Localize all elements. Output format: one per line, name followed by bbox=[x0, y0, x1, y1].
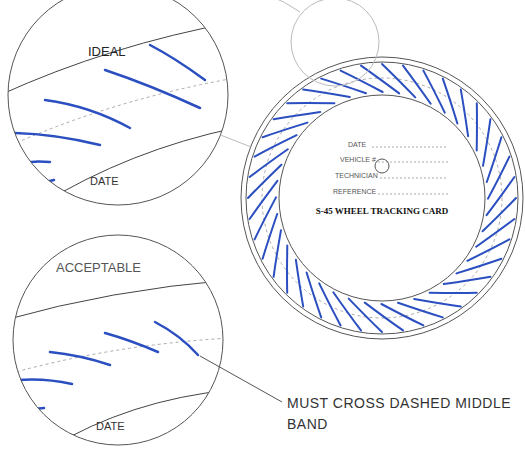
tire-track bbox=[488, 157, 509, 199]
tire-track bbox=[476, 103, 478, 150]
tire-track bbox=[248, 165, 281, 198]
tire-track bbox=[476, 219, 514, 247]
view-label: ACCEPTABLE bbox=[56, 261, 141, 275]
field-lines bbox=[372, 147, 448, 194]
tire-track bbox=[365, 303, 403, 331]
tire-track bbox=[461, 90, 468, 137]
tire-track bbox=[333, 292, 361, 330]
tire-track bbox=[341, 71, 383, 92]
tire-track bbox=[381, 304, 423, 325]
tire-track bbox=[255, 135, 297, 156]
view-label: DATE bbox=[96, 420, 125, 432]
field-label: REFERENCE bbox=[333, 188, 376, 196]
tire-track bbox=[487, 177, 515, 215]
tire-track bbox=[483, 119, 490, 166]
card-title: S-45 WHEEL TRACKING CARD bbox=[316, 207, 448, 217]
tire-track bbox=[274, 230, 281, 277]
tire-track bbox=[457, 259, 502, 274]
tire-track bbox=[250, 181, 278, 219]
field-label: TECHNICIAN bbox=[335, 172, 378, 180]
tire-track bbox=[361, 66, 399, 94]
acceptable-detail bbox=[5, 280, 230, 448]
tire-track bbox=[443, 79, 458, 124]
tire-track bbox=[319, 283, 340, 325]
tire-track bbox=[250, 149, 288, 177]
tire-track bbox=[286, 246, 288, 293]
tire-track bbox=[423, 71, 444, 113]
magnified-view: IDEAL DATE bbox=[8, 0, 228, 205]
tire-track bbox=[349, 299, 382, 332]
tire-track bbox=[263, 123, 308, 138]
tire-track bbox=[255, 197, 276, 239]
tire-track bbox=[467, 239, 509, 260]
magnifier-line bbox=[150, 0, 300, 12]
tire-track bbox=[274, 112, 321, 119]
magnifier-ring bbox=[291, 0, 379, 86]
magnified-view: ACCEPTABLE DATE bbox=[13, 235, 223, 445]
callout-note: MUST CROSS DASHED MIDDLE BAND bbox=[287, 393, 523, 435]
field-label: VEHICLE # bbox=[340, 156, 376, 164]
tire-track bbox=[287, 102, 334, 104]
tire-track bbox=[303, 90, 350, 97]
field-label: DATE bbox=[348, 141, 366, 149]
tracking-card bbox=[241, 57, 523, 339]
tire-track bbox=[296, 260, 303, 307]
magnifier-connector bbox=[221, 135, 251, 147]
tire-track bbox=[444, 277, 491, 284]
tire-track bbox=[307, 273, 322, 318]
tire-track bbox=[403, 66, 431, 104]
tire-track bbox=[382, 64, 415, 97]
tire-tracks bbox=[248, 64, 516, 332]
tire-track bbox=[430, 292, 477, 294]
view-label: DATE bbox=[90, 175, 119, 187]
acceptable-ring bbox=[13, 235, 223, 445]
ideal-detail bbox=[0, 22, 235, 205]
leader-line bbox=[200, 356, 282, 402]
tire-track bbox=[414, 299, 461, 306]
view-label: IDEAL bbox=[88, 45, 126, 59]
ideal-ring bbox=[8, 0, 228, 205]
wheel-tracking-card: DATE VEHICLE # TECHNICIAN REFERENCE S-45 WHE… bbox=[241, 57, 523, 339]
